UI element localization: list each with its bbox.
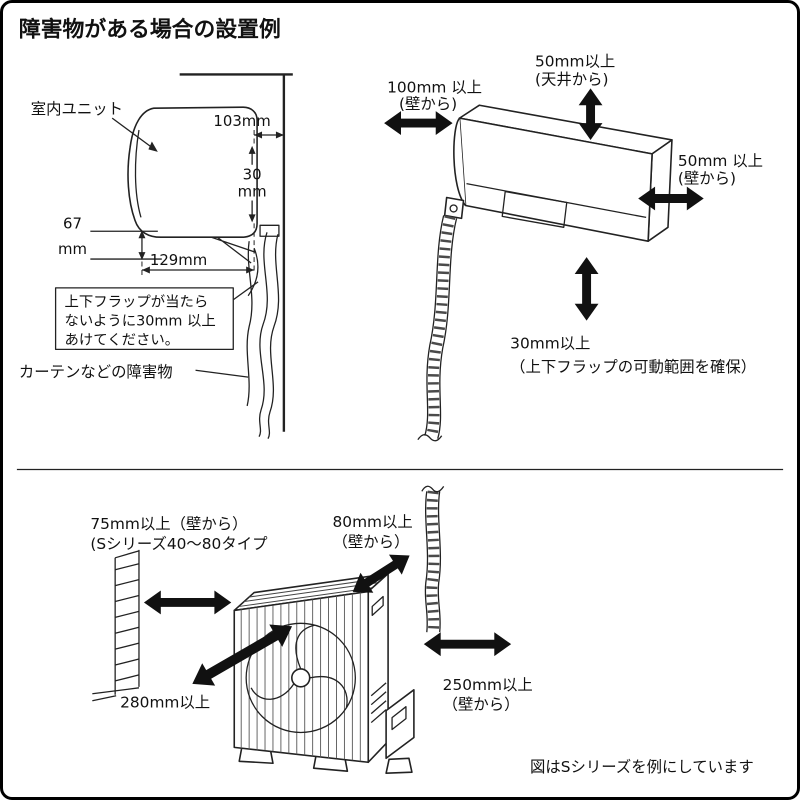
dim-67-ticks xyxy=(90,230,162,260)
outdoor-fan-ring xyxy=(245,622,356,734)
top-clearance-label: 50mm以上 xyxy=(535,53,615,71)
curtain-fold-2 xyxy=(267,234,280,440)
flap-note-leader xyxy=(232,281,259,301)
curtain-obstacle-label: カーテンなどの障害物 xyxy=(19,363,173,381)
bottom-clearance-arrow xyxy=(574,257,599,321)
outdoor-view: 75mm以上（壁から） (Sシリーズ40〜80タイプ 80mm以上 （壁から） … xyxy=(90,485,754,776)
series-example-caption: 図はSシリーズを例にしています xyxy=(530,758,754,776)
left-clearance-sublabel: (壁から) xyxy=(399,95,457,113)
wall-line xyxy=(179,73,293,432)
dim-67-value: 67 xyxy=(63,214,82,232)
mount-bracket xyxy=(259,224,280,237)
indoor-unit-leader-arrow xyxy=(148,141,158,152)
indoor-unit-body xyxy=(127,106,258,239)
outdoor-top-clearance-arrow xyxy=(352,554,410,593)
flap-note-line-1: 上下フラップが当たら xyxy=(65,294,209,311)
outdoor-right-clearance-arrow xyxy=(423,632,512,657)
outdoor-wall-edges xyxy=(114,549,140,695)
pipe-hose-right-edge xyxy=(437,218,458,439)
outdoor-pipe-hatch xyxy=(426,490,440,633)
dim-67-unit: mm xyxy=(58,240,87,258)
dim-30-arrow-down xyxy=(248,214,256,223)
outdoor-left-clearance-sublabel: (Sシリーズ40〜80タイプ xyxy=(90,535,268,553)
outdoor-floor-lines xyxy=(92,687,140,702)
top-clearance-sublabel: (天井から) xyxy=(535,70,609,88)
outdoor-fan-blades xyxy=(250,624,348,708)
dim-103-arrow-right xyxy=(275,131,284,139)
flap-note-line-3: あけてください。 xyxy=(65,331,180,348)
dim-30-unit: mm xyxy=(238,183,267,201)
pipe-valve-nut xyxy=(449,204,458,213)
pipe-break-squiggle xyxy=(417,434,443,442)
outdoor-side-sticker xyxy=(371,595,384,617)
dim-103-arrow-left xyxy=(254,131,263,139)
pipe-valve-block xyxy=(443,196,465,220)
outdoor-left-clearance-arrow xyxy=(143,590,232,615)
outdoor-foot-back xyxy=(385,757,413,774)
diagram-canvas: 障害物がある場合の設置例 室内ユニット 103mm 30 mm 67 mm xyxy=(16,17,784,776)
outdoor-top-clearance-sublabel: （壁から） xyxy=(333,533,410,551)
outdoor-pipe-break-squiggle xyxy=(421,485,445,493)
flap-swing-arc xyxy=(247,247,259,297)
dim-129-arrow-left xyxy=(141,266,150,274)
dim-67-arrow-up xyxy=(138,230,146,239)
curtain-fold-1 xyxy=(258,232,268,438)
unit-front-panel-curve xyxy=(134,129,142,218)
outdoor-pipe-left-edge xyxy=(424,491,429,633)
outdoor-top-clearance-label: 80mm以上 xyxy=(333,513,413,531)
indoor-3d-view: 100mm 以上 (壁から) 50mm以上 (天井から) 50mm 以上 (壁か… xyxy=(384,53,763,442)
flap-note-box xyxy=(54,287,234,351)
curtain-leader-line xyxy=(195,369,249,378)
outdoor-side-vents xyxy=(370,682,387,724)
right-clearance-label: 50mm 以上 xyxy=(678,152,763,170)
outdoor-wall-hatching xyxy=(114,563,140,682)
dim-30-value: 30 xyxy=(243,166,262,184)
pipe-hose-left-edge xyxy=(424,215,445,436)
flap-note-line-2: ないように30mm 以上 xyxy=(65,313,216,330)
outdoor-right-clearance-label: 250mm以上 xyxy=(443,676,533,694)
outdoor-side-face xyxy=(367,572,389,764)
page-title: 障害物がある場合の設置例 xyxy=(19,17,281,43)
bottom-clearance-sublabel: （上下フラップの可動範囲を確保） xyxy=(510,358,756,376)
outdoor-pipe-right-edge xyxy=(437,491,442,633)
outdoor-right-clearance-sublabel: （壁から） xyxy=(443,696,520,714)
indoor-side-view: 室内ユニット 103mm 30 mm 67 mm 129mm 上下フラップが当た… xyxy=(19,73,293,440)
left-clearance-label: 100mm 以上 xyxy=(387,78,482,96)
right-clearance-sublabel: (壁から) xyxy=(678,170,736,188)
outdoor-left-clearance-label: 75mm以上（壁から） xyxy=(90,515,247,533)
unit-front-panel-detail xyxy=(501,190,568,228)
flap-lines xyxy=(211,236,256,264)
outdoor-fan-hub xyxy=(291,668,311,688)
left-clearance-arrow xyxy=(384,111,453,136)
dim-129-arrow-right xyxy=(246,266,255,274)
dim-129-label: 129mm xyxy=(150,251,207,269)
dim-103-label: 103mm xyxy=(213,112,270,130)
indoor-unit-leader-line xyxy=(111,117,155,150)
top-clearance-arrow xyxy=(578,88,603,140)
outdoor-valve-cover-panel xyxy=(391,706,407,731)
dim-30-arrow-up xyxy=(248,145,256,154)
bottom-clearance-label: 30mm以上 xyxy=(510,334,590,352)
indoor-unit-label: 室内ユニット xyxy=(31,100,123,118)
curtain-fold-3 xyxy=(246,241,253,407)
outdoor-front-clearance-arrow xyxy=(192,624,293,686)
outdoor-front-clearance-label: 280mm以上 xyxy=(120,694,210,712)
right-clearance-arrow xyxy=(638,186,704,211)
unit-left-cap xyxy=(453,117,467,206)
